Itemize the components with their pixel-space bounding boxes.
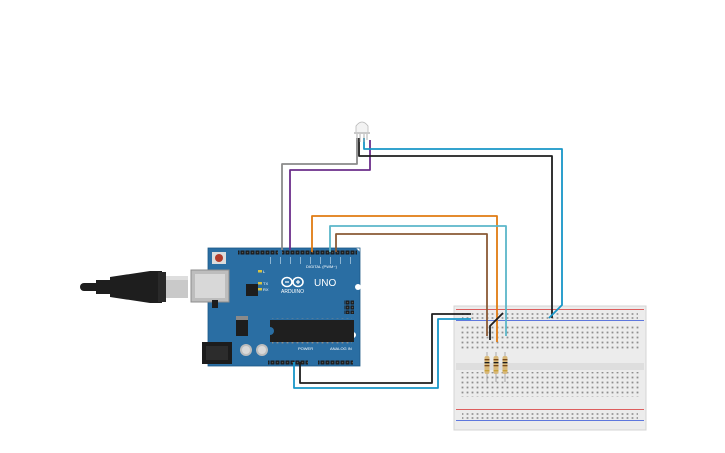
power-header[interactable] — [268, 360, 308, 365]
analog-label: ANALOG IN — [330, 346, 352, 351]
brand-label: ARDUINO — [281, 289, 304, 295]
wire-black-gnd[interactable] — [299, 313, 471, 384]
digital-label: DIGITAL (PWM~) — [306, 264, 338, 269]
wire-blue-gnd[interactable] — [293, 318, 471, 389]
mounting-hole — [355, 284, 361, 290]
wire-brown[interactable] — [335, 233, 488, 336]
l-label: L — [263, 269, 266, 274]
wire-black-led[interactable] — [358, 138, 553, 318]
model-label: UNO — [314, 278, 336, 289]
usb-cable[interactable] — [80, 271, 188, 303]
digital-header-1[interactable] — [238, 250, 278, 255]
capacitor — [240, 344, 252, 356]
led-tx — [258, 282, 262, 285]
terminal-strip-lower — [461, 372, 639, 397]
icsp-header — [344, 300, 354, 314]
resistor[interactable] — [493, 352, 499, 382]
bottom-negative-rail — [456, 420, 644, 421]
breadboard[interactable] — [453, 305, 647, 431]
wire-orange[interactable] — [311, 215, 498, 342]
bottom-positive-rail — [456, 409, 644, 410]
led-l — [258, 270, 262, 273]
wire-gray[interactable] — [281, 138, 358, 250]
resistor[interactable] — [502, 352, 508, 382]
tx-label: TX — [263, 281, 268, 286]
top-negative-rail — [456, 320, 644, 321]
voltage-regulator — [236, 320, 248, 336]
digital-header-2[interactable] — [282, 250, 322, 255]
led-rx — [258, 288, 262, 291]
analog-header[interactable] — [318, 360, 353, 365]
wire-black-jumper[interactable] — [489, 312, 504, 340]
usb-chip — [246, 284, 258, 296]
power-jack — [202, 342, 232, 364]
wire-purple[interactable] — [289, 140, 371, 250]
top-positive-rail — [456, 309, 644, 310]
wire-blue-led[interactable] — [363, 138, 563, 319]
center-channel — [456, 363, 644, 370]
rgb-led[interactable] — [354, 121, 370, 142]
digital-header-3[interactable] — [322, 250, 357, 255]
resistor[interactable] — [484, 352, 490, 382]
wires — [281, 138, 563, 389]
arduino-logo — [281, 276, 304, 288]
power-label: POWER — [298, 346, 313, 351]
rx-label: RX — [263, 287, 269, 292]
digital-pin-labels — [270, 257, 351, 264]
reset-button[interactable] — [212, 252, 226, 264]
atmega-chip — [270, 318, 354, 344]
capacitor — [256, 344, 268, 356]
wire-lightblue[interactable] — [329, 225, 507, 336]
arduino-uno-board[interactable]: L TX RX DIGITAL (PWM~) ARDUINO UNO — [190, 247, 361, 367]
